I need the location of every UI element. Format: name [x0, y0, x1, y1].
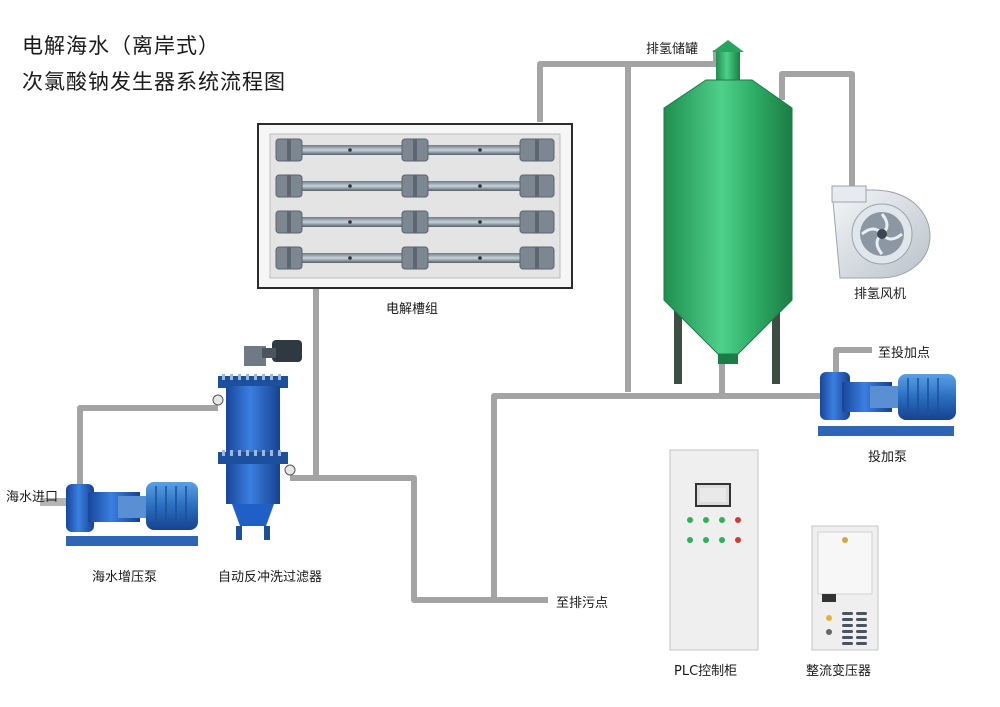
plc-control-cabinet[interactable]	[669, 449, 759, 651]
indicator-light	[687, 517, 693, 523]
dosing-pump[interactable]	[818, 372, 956, 436]
electrolytic-cell	[275, 210, 555, 234]
label-dosing-point: 至投加点	[878, 346, 931, 361]
indicator-light	[735, 517, 741, 523]
label-dosing-pump: 投加泵	[868, 450, 908, 465]
indicator-light	[719, 517, 725, 523]
indicator-light	[703, 517, 709, 523]
label-electrolyzer: 电解槽组	[386, 302, 439, 317]
label-h2-fan: 排氢风机	[854, 287, 907, 302]
pipe-pump-to-filter	[77, 405, 218, 492]
hydrogen-exhaust-fan[interactable]	[831, 185, 931, 279]
indicator-light	[687, 537, 693, 543]
electrolytic-cell	[275, 246, 555, 270]
label-filter: 自动反冲洗过滤器	[218, 570, 323, 585]
indicator-light	[719, 537, 725, 543]
label-drain: 至排污点	[556, 596, 609, 611]
indicator-light	[703, 537, 709, 543]
pipe-dosing-out	[833, 347, 872, 374]
pipe-tank-to-fan	[779, 71, 855, 188]
label-seawater-inlet: 海水进口	[6, 490, 59, 505]
label-h2-tank: 排氢储罐	[646, 42, 699, 57]
electrolytic-cell	[275, 138, 555, 162]
title-line-2: 次氯酸钠发生器系统流程图	[22, 70, 286, 94]
title-line-1: 电解海水（离岸式）	[22, 34, 220, 58]
auto-backwash-filter[interactable]	[212, 340, 302, 540]
indicator-light	[735, 537, 741, 543]
label-plc: PLC控制柜	[674, 664, 738, 679]
hydrogen-storage-tank[interactable]	[663, 40, 793, 384]
pipe-header	[491, 393, 822, 600]
label-booster-pump: 海水增压泵	[92, 570, 158, 585]
pipe-filter-to-electrolyzer	[290, 288, 319, 481]
electrolyzer-bank[interactable]	[257, 123, 573, 289]
electrolytic-cell	[275, 174, 555, 198]
seawater-booster-pump[interactable]	[40, 482, 198, 546]
pipe-filter-drain	[316, 475, 548, 603]
rectifier-transformer[interactable]	[811, 525, 879, 651]
label-rectifier: 整流变压器	[806, 664, 872, 679]
